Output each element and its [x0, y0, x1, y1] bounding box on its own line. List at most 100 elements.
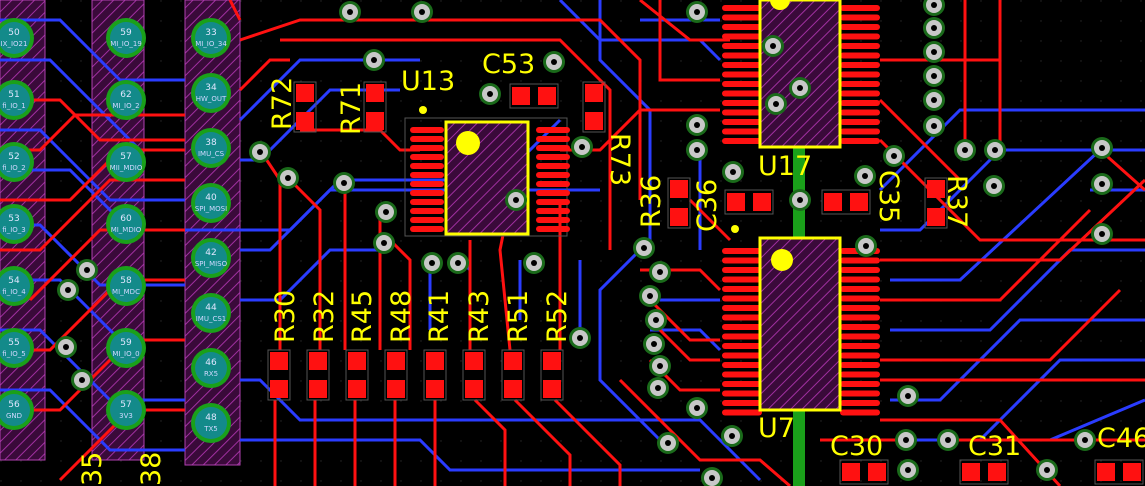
ic-pad — [722, 100, 762, 106]
via — [1091, 137, 1113, 159]
header-pin-label: SPI_MISO — [195, 260, 228, 268]
via — [722, 161, 744, 183]
header-pin-label: TX5 — [203, 425, 218, 433]
ic-pad — [840, 128, 880, 135]
u17-footprint — [722, 0, 880, 149]
header-pin-number: 57 — [120, 400, 131, 410]
designator-u13: U13 — [401, 66, 455, 97]
designator-c35: C35 — [873, 170, 904, 223]
passive-component — [267, 349, 291, 401]
ic-pad — [840, 371, 880, 378]
ic-pad — [840, 71, 880, 78]
via — [923, 65, 945, 87]
via — [649, 261, 671, 283]
smd-passives — [267, 81, 1144, 485]
via — [649, 355, 671, 377]
via — [447, 252, 469, 274]
ic-pad — [840, 314, 880, 321]
ic-pad — [722, 138, 762, 144]
ic-pad — [840, 305, 880, 311]
passive-component — [462, 349, 486, 401]
ic-pad — [410, 181, 444, 187]
header-pin-number: 51 — [8, 90, 19, 100]
via — [854, 165, 876, 187]
ic-pad — [840, 257, 880, 264]
via — [523, 252, 545, 274]
header-pin-number: 44 — [205, 303, 217, 313]
header-pin-number: 40 — [205, 193, 217, 203]
passive-component — [959, 459, 1009, 485]
passive-component — [667, 177, 691, 229]
passive-component — [509, 83, 559, 109]
via — [789, 189, 811, 211]
ic-pad — [410, 217, 444, 223]
passive-component — [839, 459, 889, 485]
via — [411, 1, 433, 23]
header-pin-label: MI_IO_0 — [112, 350, 139, 358]
ic-pad — [536, 217, 570, 223]
header-pin-label: IMU_CS — [198, 150, 225, 158]
ic-pad — [840, 390, 880, 397]
ic-pad — [722, 14, 762, 21]
ic-pad — [536, 208, 570, 214]
via — [1091, 173, 1113, 195]
passive-component — [501, 349, 525, 401]
header-pin-number: 42 — [205, 248, 216, 258]
ic-pad — [722, 33, 762, 40]
header-pin-label: 3V3 — [119, 412, 133, 420]
passive-component — [924, 177, 948, 229]
designator-edge-38: 38 — [136, 452, 167, 486]
ic-pad — [840, 90, 880, 97]
ic-pad — [536, 181, 570, 187]
ic-pad — [722, 71, 762, 78]
designator-r72: R72 — [267, 77, 298, 130]
via — [373, 232, 395, 254]
ic-pad — [840, 62, 880, 68]
passive-component — [423, 349, 447, 401]
via — [505, 189, 527, 211]
ic-pad — [722, 381, 762, 387]
passive-component — [345, 349, 369, 401]
designator-r73: R73 — [604, 133, 635, 186]
ic-pad — [840, 400, 880, 406]
via — [765, 93, 787, 115]
via — [923, 89, 945, 111]
via — [57, 279, 79, 301]
designator-c46: C46 — [1097, 423, 1145, 454]
passive-component — [384, 349, 408, 401]
via — [339, 1, 361, 23]
header-pins-right: 33MI_IO_3434HW_OUT38IMU_CS40SPI_MOSI42SP… — [191, 18, 231, 443]
via — [569, 327, 591, 349]
via — [645, 309, 667, 331]
ic-pad — [722, 362, 762, 368]
header-pin-number: 34 — [205, 83, 217, 93]
header-pin-label: fi_IO_1 — [2, 102, 25, 110]
ic-pad — [722, 62, 762, 68]
header-pin-label: fi_IO_5 — [2, 350, 25, 358]
designator-r32: R32 — [309, 290, 340, 343]
via — [855, 235, 877, 257]
header-pin-number: 58 — [120, 276, 132, 286]
via — [71, 369, 93, 391]
via — [1091, 223, 1113, 245]
designator-r52: R52 — [542, 290, 573, 343]
ic-pad — [722, 390, 762, 397]
ic-pad — [840, 324, 880, 330]
ic-pad — [410, 145, 444, 151]
via — [1036, 459, 1058, 481]
ic-pad — [722, 109, 762, 116]
via — [76, 259, 98, 281]
header-pin-label: MI_MDC — [112, 288, 140, 296]
via — [897, 459, 919, 481]
ic-pad — [722, 324, 762, 330]
vias — [55, 0, 1113, 486]
